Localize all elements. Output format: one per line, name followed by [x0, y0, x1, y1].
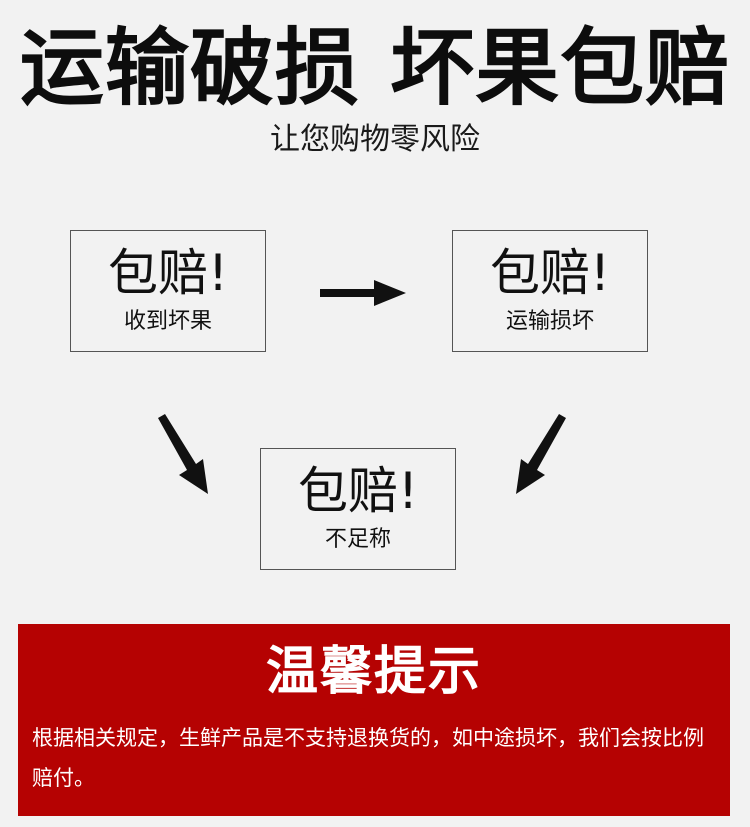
- compensation-box-label: 运输损坏: [505, 309, 594, 334]
- compensation-box-heading: 包赔!: [489, 244, 611, 302]
- page-subtitle: 让您购物零风险: [270, 122, 480, 157]
- page-title: 运输破损 坏果包赔: [19, 19, 731, 117]
- notice-panel: 温馨提示 根据相关规定，生鲜产品是不支持退换货的，如中途损坏，我们会按比例赔付。: [18, 624, 730, 816]
- compensation-box-heading: 包赔!: [297, 462, 419, 520]
- compensation-box-label: 收到坏果: [123, 309, 212, 334]
- arrow-right-icon: [320, 280, 406, 306]
- compensation-box-heading: 包赔!: [107, 244, 229, 302]
- compensation-box-transport-damage: 包赔! 运输损坏: [452, 230, 648, 352]
- notice-body: 根据相关规定，生鲜产品是不支持退换货的，如中途损坏，我们会按比例赔付。: [32, 726, 704, 790]
- arrow-down-left-icon: [516, 414, 566, 494]
- compensation-box-short-weight: 包赔! 不足称: [260, 448, 456, 570]
- compensation-box-label: 不足称: [324, 527, 391, 552]
- notice-title: 温馨提示: [265, 642, 482, 702]
- arrow-down-right-icon: [158, 414, 208, 494]
- compensation-box-bad-fruit: 包赔! 收到坏果: [70, 230, 266, 352]
